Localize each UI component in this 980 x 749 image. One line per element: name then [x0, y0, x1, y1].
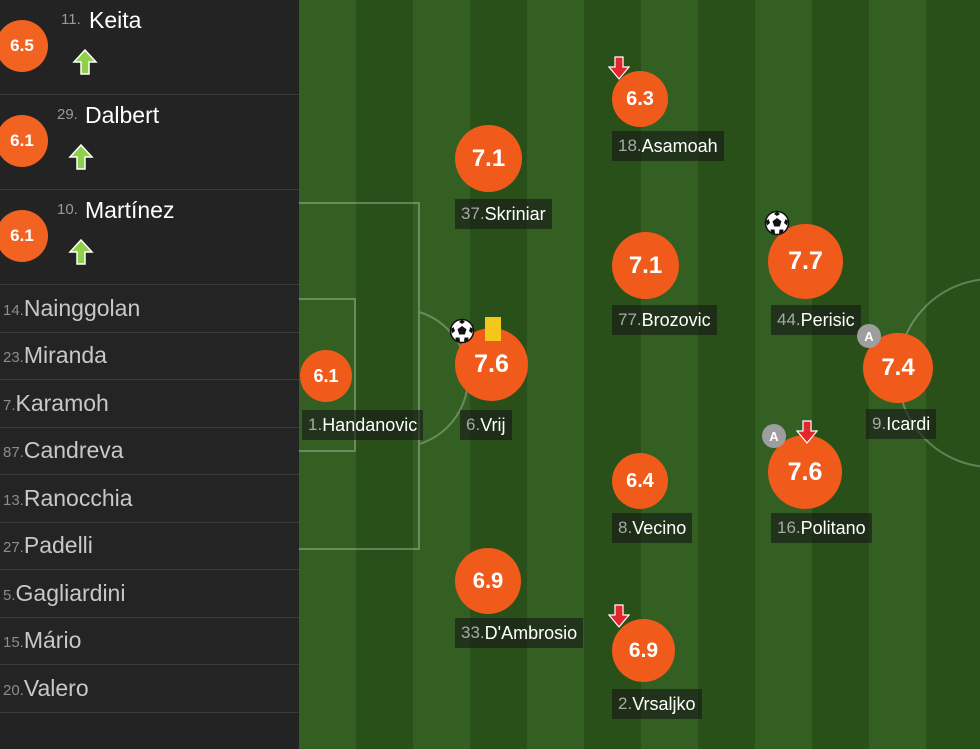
- sub-in-player-keita[interactable]: 6.5 11. Keita: [0, 0, 299, 95]
- yellow-card-icon: [485, 317, 501, 341]
- player-name: Mário: [23, 627, 82, 654]
- player-name: Skriniar: [484, 203, 546, 224]
- player-name: Gagliardini: [15, 579, 126, 606]
- player-label: 77.Brozovic: [612, 305, 717, 335]
- captain-badge-icon: A: [762, 424, 786, 448]
- penalty-box: [299, 202, 420, 550]
- player-number: 7.: [3, 396, 16, 414]
- player-name: Karamoh: [15, 389, 109, 416]
- player-name: Perisic: [800, 309, 855, 330]
- sub-out-arrow-icon: [796, 420, 818, 444]
- player-name: Vecino: [632, 517, 687, 538]
- player-name: Icardi: [886, 413, 931, 434]
- player-number: 16.: [777, 518, 801, 537]
- player-name: Asamoah: [641, 135, 718, 156]
- player-rating-badge: 6.9: [455, 548, 521, 614]
- sub-in-arrow-icon: [72, 48, 98, 75]
- player-name: Keita: [89, 7, 142, 33]
- bench-player[interactable]: 20.Valero: [0, 665, 299, 713]
- goal-ball-icon: [764, 210, 790, 236]
- player-rating-badge: 6.4: [612, 453, 668, 509]
- bench-player[interactable]: 14.Nainggolan: [0, 285, 299, 333]
- player-name: Vrij: [480, 414, 506, 435]
- player-label: 18.Asamoah: [612, 131, 724, 161]
- player-number: 1.: [308, 415, 323, 434]
- player-number: 9.: [872, 414, 887, 433]
- captain-badge-icon: A: [857, 324, 881, 348]
- player-number: 15.: [3, 634, 24, 652]
- player-label: 6. Vrij: [460, 410, 512, 440]
- player-rating-badge: 6.3: [612, 71, 668, 127]
- player-name: Padelli: [23, 532, 93, 559]
- player-number: 6.: [466, 415, 481, 434]
- player-rating-badge: 7.1: [612, 232, 679, 299]
- player-name: Ranocchia: [23, 484, 133, 511]
- player-number: 13.: [3, 491, 24, 509]
- sub-in-player-dalbert[interactable]: 6.1 29. Dalbert: [0, 95, 299, 190]
- bench-player[interactable]: 7. Karamoh: [0, 380, 299, 428]
- player-label: 2. Vrsaljko: [612, 689, 702, 719]
- player-name: D'Ambrosio: [484, 622, 578, 643]
- player-rating-badge: 6.9: [612, 619, 675, 682]
- substitutes-panel: 6.5 11. Keita 6.1 29. Dalbert 6.1 10. Ma…: [0, 0, 299, 749]
- bench-player[interactable]: 5. Gagliardini: [0, 570, 299, 618]
- player-name: Brozovic: [641, 309, 711, 330]
- player-rating-badge: 6.5: [0, 20, 48, 72]
- player-label: 9. Icardi: [866, 409, 937, 439]
- player-number: 27.: [3, 539, 24, 557]
- bench-player[interactable]: 27.Padelli: [0, 522, 299, 570]
- goal-box: [299, 298, 356, 452]
- player-number: 20.: [3, 681, 24, 699]
- player-label: 33.D'Ambrosio: [455, 618, 584, 648]
- player-label: 16.Politano: [771, 513, 872, 543]
- player-name: Martínez: [85, 197, 175, 223]
- player-rating-badge: 6.1: [0, 115, 48, 167]
- player-name: Vrsaljko: [632, 693, 696, 714]
- bench-player[interactable]: 87.Candreva: [0, 427, 299, 475]
- player-name: Nainggolan: [23, 294, 141, 321]
- player-number: 10.: [57, 201, 78, 218]
- player-name: Candreva: [23, 437, 124, 464]
- player-name: Handanovic: [322, 414, 418, 435]
- player-rating-badge: 6.1: [0, 210, 48, 262]
- sub-out-arrow-icon: [608, 56, 630, 80]
- player-label: 37.Skriniar: [455, 199, 552, 229]
- bench-player[interactable]: 23.Miranda: [0, 332, 299, 380]
- player-number: 33.: [461, 623, 485, 642]
- player-number: 5.: [3, 586, 16, 604]
- player-rating-badge: 7.7: [768, 224, 843, 299]
- bench-player[interactable]: 15.Mário: [0, 617, 299, 665]
- player-label: 44.Perisic: [771, 305, 861, 335]
- player-rating-badge: 6.1: [300, 350, 352, 402]
- player-number: 37.: [461, 204, 485, 223]
- player-number: 8.: [618, 518, 633, 537]
- player-number: 14.: [3, 301, 24, 319]
- player-name: Valero: [23, 674, 89, 701]
- player-name: Dalbert: [85, 102, 160, 128]
- player-rating-badge: 7.1: [455, 125, 522, 192]
- player-label: 1. Handanovic: [302, 410, 424, 440]
- player-number: 2.: [618, 694, 633, 713]
- player-name: Politano: [800, 517, 866, 538]
- player-number: 77.: [618, 310, 642, 329]
- player-number: 23.: [3, 349, 24, 367]
- player-number: 18.: [618, 136, 642, 155]
- player-number: 29.: [57, 106, 78, 123]
- player-label: 8. Vecino: [612, 513, 693, 543]
- player-name: Miranda: [23, 342, 107, 369]
- goal-ball-icon: [449, 318, 475, 344]
- sub-out-arrow-icon: [608, 604, 630, 628]
- sub-in-arrow-icon: [68, 238, 94, 265]
- player-rating-badge: 7.6: [768, 435, 842, 509]
- sub-in-player-martinez[interactable]: 6.1 10. Martínez: [0, 190, 299, 285]
- player-number: 44.: [777, 310, 801, 329]
- sub-in-arrow-icon: [68, 143, 94, 170]
- bench-player[interactable]: 13.Ranocchia: [0, 475, 299, 523]
- player-number: 11.: [61, 11, 81, 28]
- player-number: 87.: [3, 444, 24, 462]
